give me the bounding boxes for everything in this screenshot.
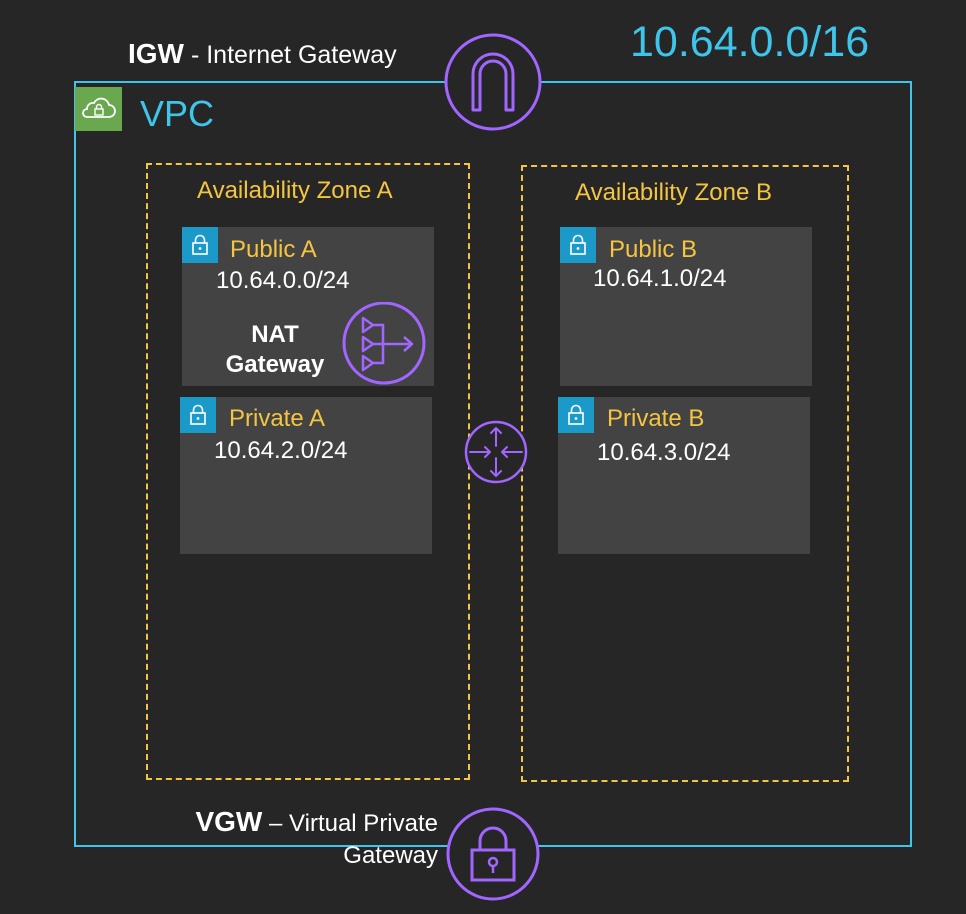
subnet-public-a-cidr: 10.64.0.0/24: [216, 267, 350, 294]
vgw-label-line2: Gateway: [343, 842, 438, 869]
virtual-private-gateway-icon: [446, 807, 540, 901]
subnet-private-b-name: Private B: [607, 405, 705, 432]
subnet-private-b-badge: [558, 397, 594, 433]
subnet-private-a-cidr: 10.64.2.0/24: [214, 437, 348, 464]
nat-gateway-icon: [342, 302, 426, 385]
subnet-private-b: [558, 397, 810, 554]
availability-zone-b-label: Availability Zone B: [575, 179, 772, 206]
availability-zone-a-label: Availability Zone A: [197, 177, 393, 204]
subnet-private-b-cidr: 10.64.3.0/24: [597, 439, 731, 466]
availability-zone-b: [521, 165, 849, 782]
lock-icon: [190, 404, 206, 425]
subnet-public-a-badge: [182, 227, 218, 263]
nat-gateway-label: NAT Gateway: [210, 320, 340, 380]
vpc-cidr-label: 10.64.0.0/16: [630, 18, 870, 66]
igw-name: - Internet Gateway: [184, 41, 397, 69]
subnet-private-a: [180, 397, 432, 554]
vgw-name: – Virtual Private: [262, 810, 438, 837]
subnet-public-a: [182, 227, 434, 386]
nat-gateway-label-line2: Gateway: [225, 351, 325, 378]
lock-icon: [192, 234, 208, 255]
lock-icon: [568, 404, 584, 425]
vpc-cloud-icon: [82, 97, 116, 118]
availability-zone-a: [146, 163, 470, 780]
internet-gateway-icon: [444, 33, 542, 131]
subnet-public-b-badge: [560, 227, 596, 263]
vgw-label-line1: VGW – Virtual Private: [120, 806, 438, 840]
subnet-public-a-name: Public A: [230, 236, 317, 263]
vpc-label: VPC: [140, 93, 215, 134]
igw-abbr: IGW: [128, 38, 184, 69]
nat-gateway-label-line1: NAT: [251, 321, 299, 348]
subnet-public-b-cidr: 10.64.1.0/24: [593, 265, 727, 292]
subnet-public-b: [560, 227, 812, 386]
vgw-abbr: VGW: [195, 806, 263, 837]
subnet-private-a-badge: [180, 397, 216, 433]
vgw-label: VGW – Virtual Private Gateway: [120, 806, 438, 872]
igw-label: IGW - Internet Gateway: [128, 38, 397, 70]
lock-icon: [570, 234, 586, 255]
router-icon: [464, 420, 528, 484]
vpc-badge: [75, 87, 122, 131]
subnet-public-b-name: Public B: [609, 236, 698, 263]
subnet-private-a-name: Private A: [229, 405, 326, 432]
